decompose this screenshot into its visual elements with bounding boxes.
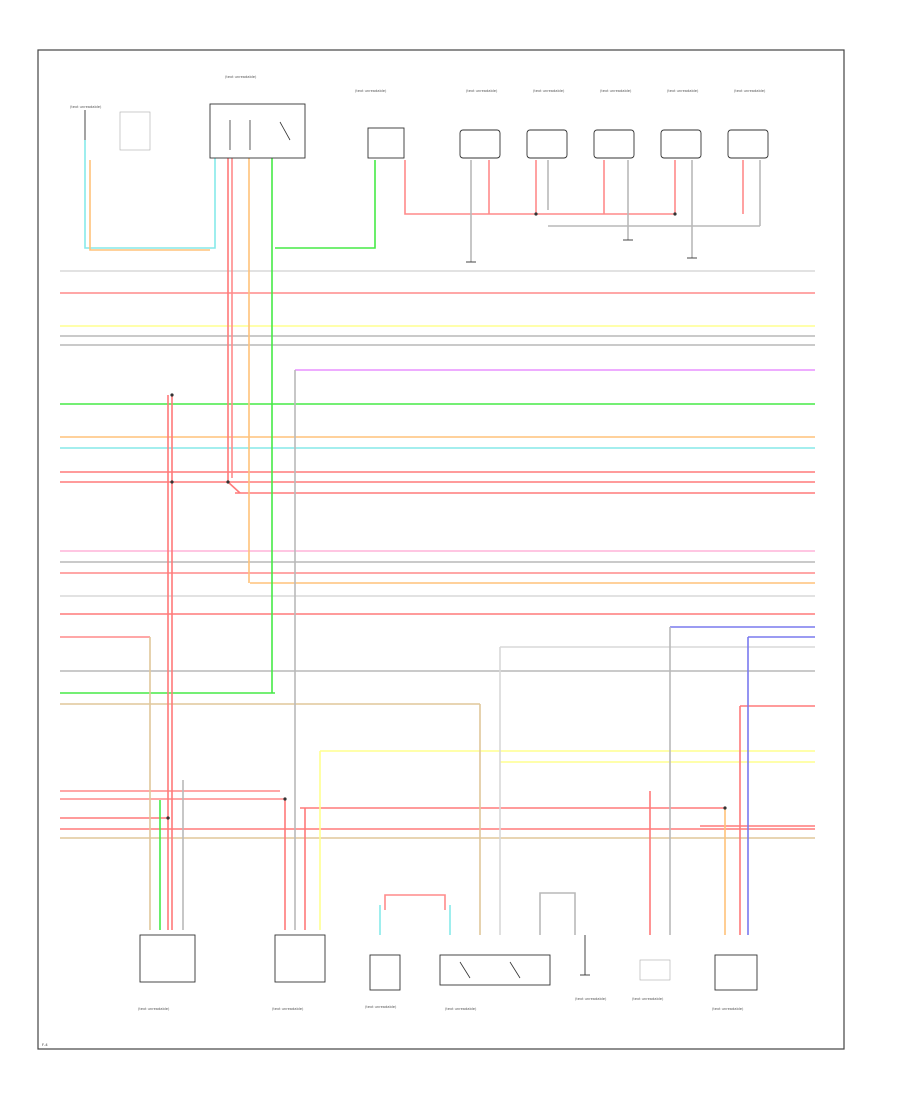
injector-1: (text unreadable) [459,89,501,159]
lo2-label: (text unreadable) [272,1007,304,1011]
wire-evap-pk [384,894,446,910]
evap-purge-sensor: (text unreadable) [365,954,401,1009]
bottom-components: (text unreadable) (text unreadable) (tex… [138,934,758,1011]
tss-label: (text unreadable) [712,1007,744,1011]
injector-1-label: (text unreadable) [466,89,498,93]
pcm-ground-label: (text unreadable) [575,997,607,1001]
wire-inj-bus [404,160,676,215]
top-components: (text unreadable) (text unreadable) (tex… [70,75,769,159]
injector-4-label: (text unreadable) [667,89,699,93]
injector-3-label: (text unreadable) [600,89,632,93]
wire-ac-gy2 [539,892,576,935]
brake-pedal-position-switch: (text unreadable) [70,105,151,151]
brake-switch-label: (text unreadable) [70,105,102,109]
right-heated-oxygen-sensor: (text unreadable) [138,934,196,1011]
ac-high-pressure-switch: (text unreadable) [439,954,551,1011]
page-code: F-4 [42,1043,48,1047]
injector-2: (text unreadable) [526,89,568,159]
ac-switch-label: (text unreadable) [445,1007,477,1011]
injector-3: (text unreadable) [593,89,635,159]
injector-4: (text unreadable) [660,89,702,159]
ro2-label: (text unreadable) [138,1007,170,1011]
diagram-frame [37,49,845,1050]
vertical-wires [84,140,761,935]
injector-5-label: (text unreadable) [734,89,766,93]
wire-oss-gn [275,160,376,249]
lift-gate-label: (text unreadable) [225,75,257,79]
bus-wires [60,270,815,839]
injector-5: (text unreadable) [727,89,769,159]
cpp-label: (text unreadable) [632,997,664,1001]
wire-brake-og [89,160,210,251]
clutch-pedal-position-switch: (text unreadable) [632,959,671,1001]
ground-symbols-top [466,239,697,263]
pcm-ground: (text unreadable) [575,935,607,1001]
lift-gate-switch: (text unreadable) [209,75,306,159]
turbine-shaft-speed-sensor: (text unreadable) [712,954,758,1011]
injector-2-label: (text unreadable) [533,89,565,93]
left-heated-oxygen-sensor: (text unreadable) [272,934,326,1011]
splices [166,212,727,820]
wire-brake-lb [84,140,216,249]
oss-label: (text unreadable) [355,89,387,93]
output-shaft-speed-sensor: (text unreadable) [355,89,405,159]
evap-label: (text unreadable) [365,1005,397,1009]
